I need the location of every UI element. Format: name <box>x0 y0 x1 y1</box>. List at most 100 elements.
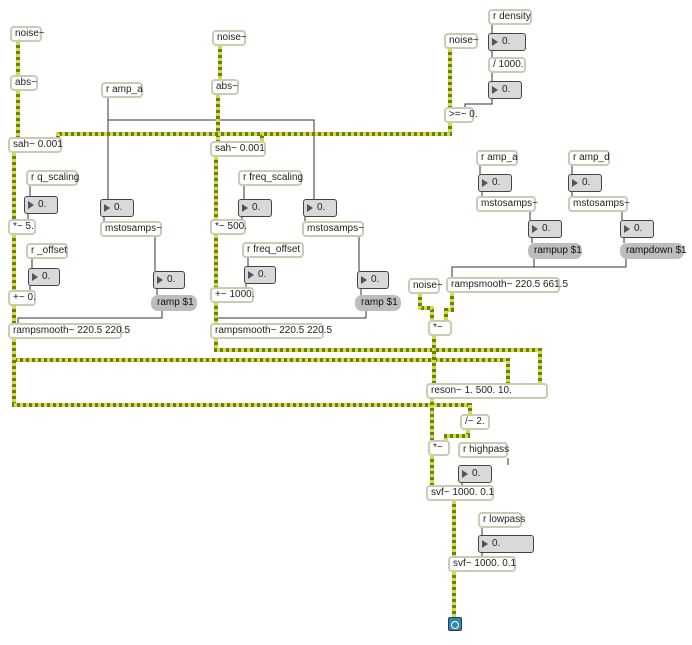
receive-freq-offset[interactable]: r freq_offset <box>242 242 304 258</box>
signal-cord[interactable] <box>444 430 470 440</box>
number-arrow-icon <box>482 540 488 548</box>
speaker-icon <box>451 621 459 629</box>
noise-object-2[interactable]: noise~ <box>212 30 247 46</box>
number-highpass[interactable]: 0. <box>458 465 492 483</box>
number-value: 0. <box>634 223 643 234</box>
divide-2-object[interactable]: /~ 2. <box>460 414 490 430</box>
abs-object-2[interactable]: abs~ <box>211 79 239 95</box>
control-cord[interactable] <box>215 311 367 323</box>
greater-equal-object[interactable]: >=~ 0. <box>444 107 478 123</box>
number-value: 0. <box>582 177 591 188</box>
number-amp-a-middle[interactable]: 0. <box>303 199 337 217</box>
number-arrow-icon <box>104 204 110 212</box>
receive-amp-a-left[interactable]: r amp_a <box>101 82 143 98</box>
control-cord[interactable] <box>108 119 315 199</box>
receive-amp-d[interactable]: r amp_d <box>568 150 610 166</box>
rampsmooth-object-1[interactable]: rampsmooth~ 220.5 220.5 <box>8 323 130 339</box>
number-arrow-icon <box>532 225 538 233</box>
number-value: 0. <box>542 223 551 234</box>
number-value: 0. <box>38 199 47 210</box>
number-ramp-2[interactable]: 0. <box>357 271 389 289</box>
message-ramp-1[interactable]: ramp $1 <box>151 295 197 311</box>
number-density[interactable]: 0. <box>488 33 526 51</box>
number-value: 0. <box>167 274 176 285</box>
control-cord[interactable] <box>464 99 493 107</box>
signal-cord[interactable] <box>260 132 450 141</box>
number-offset[interactable]: 0. <box>28 268 60 286</box>
receive-offset[interactable]: r _offset <box>26 243 68 259</box>
noise-object-1[interactable]: noise~ <box>10 26 45 42</box>
svf-object-2[interactable]: svf~ 1000. 0.1 <box>448 556 516 572</box>
divide-1000-object[interactable]: / 1000. <box>488 57 526 73</box>
number-amp-a-left[interactable]: 0. <box>100 199 134 217</box>
number-rampdown[interactable]: 0. <box>620 220 654 238</box>
number-density-output[interactable]: 0. <box>488 81 522 99</box>
message-ramp-2[interactable]: ramp $1 <box>355 295 401 311</box>
abs-object-1[interactable]: abs~ <box>10 75 38 91</box>
number-arrow-icon <box>248 271 254 279</box>
dac-output[interactable] <box>448 617 462 631</box>
number-ramp-1[interactable]: 0. <box>153 271 185 289</box>
control-cord[interactable] <box>451 259 535 277</box>
signal-cord[interactable] <box>444 293 454 320</box>
receive-freq-scaling[interactable]: r freq_scaling <box>238 170 303 186</box>
number-value: 0. <box>258 269 267 280</box>
receive-q-scaling[interactable]: r q_scaling <box>26 170 79 186</box>
number-value: 0. <box>492 177 501 188</box>
number-value: 0. <box>502 84 511 95</box>
number-value: 0. <box>502 36 511 47</box>
multiply-500-object[interactable]: *~ 500. <box>210 219 247 235</box>
mstosamps-object-4[interactable]: mstosamps~ <box>568 196 630 212</box>
reson-object[interactable]: reson~ 1. 500. 10. <box>426 383 548 399</box>
number-arrow-icon <box>32 273 38 281</box>
receive-density[interactable]: r density <box>488 9 532 25</box>
mstosamps-object-1[interactable]: mstosamps~ <box>100 221 162 237</box>
number-value: 0. <box>252 202 261 213</box>
multiply-signal-object-2[interactable]: *~ <box>428 440 450 456</box>
rampsmooth-object-3[interactable]: rampsmooth~ 220.5 661.5 <box>446 277 568 293</box>
message-rampup[interactable]: rampup $1 <box>528 243 582 259</box>
number-lowpass[interactable]: 0. <box>478 535 534 553</box>
number-value: 0. <box>114 202 123 213</box>
add-1000-object[interactable]: +~ 1000. <box>210 287 254 303</box>
add-0-object[interactable]: +~ 0. <box>8 290 36 306</box>
receive-amp-a-right[interactable]: r amp_a <box>476 150 518 166</box>
signal-cord[interactable] <box>12 339 472 414</box>
number-arrow-icon <box>242 204 248 212</box>
multiply-5-object[interactable]: *~ 5. <box>8 219 36 235</box>
sah-object-1[interactable]: sah~ 0.001 <box>8 137 63 153</box>
control-cord[interactable] <box>17 311 163 323</box>
number-arrow-icon <box>462 470 468 478</box>
number-freq-offset[interactable]: 0. <box>244 266 276 284</box>
number-arrow-icon <box>361 276 367 284</box>
number-q-scaling[interactable]: 0. <box>24 196 58 214</box>
receive-lowpass[interactable]: r lowpass <box>478 512 525 528</box>
svf-object-1[interactable]: svf~ 1000. 0.1 <box>426 485 494 501</box>
mstosamps-object-2[interactable]: mstosamps~ <box>302 221 364 237</box>
multiply-signal-object[interactable]: *~ <box>428 320 452 336</box>
control-cord[interactable] <box>534 259 627 268</box>
number-value: 0. <box>492 538 501 549</box>
receive-highpass[interactable]: r highpass <box>458 442 509 458</box>
noise-object-4[interactable]: noise~ <box>408 278 443 294</box>
number-arrow-icon <box>28 201 34 209</box>
rampsmooth-object-2[interactable]: rampsmooth~ 220.5 220.5 <box>210 323 332 339</box>
number-arrow-icon <box>492 86 498 94</box>
number-amp-d[interactable]: 0. <box>568 174 602 192</box>
sah-object-2[interactable]: sah~ 0.001 <box>210 141 266 157</box>
signal-cord[interactable] <box>214 339 542 383</box>
number-freq-scaling[interactable]: 0. <box>238 199 272 217</box>
number-amp-a-right[interactable]: 0. <box>478 174 512 192</box>
message-rampdown[interactable]: rampdown $1 <box>620 243 687 259</box>
mstosamps-object-3[interactable]: mstosamps~ <box>476 196 538 212</box>
noise-object-3[interactable]: noise~ <box>444 33 479 49</box>
number-arrow-icon <box>157 276 163 284</box>
signal-cord[interactable] <box>418 294 434 320</box>
number-value: 0. <box>371 274 380 285</box>
number-rampup[interactable]: 0. <box>528 220 562 238</box>
number-arrow-icon <box>492 38 498 46</box>
number-value: 0. <box>42 271 51 282</box>
number-value: 0. <box>472 468 481 479</box>
